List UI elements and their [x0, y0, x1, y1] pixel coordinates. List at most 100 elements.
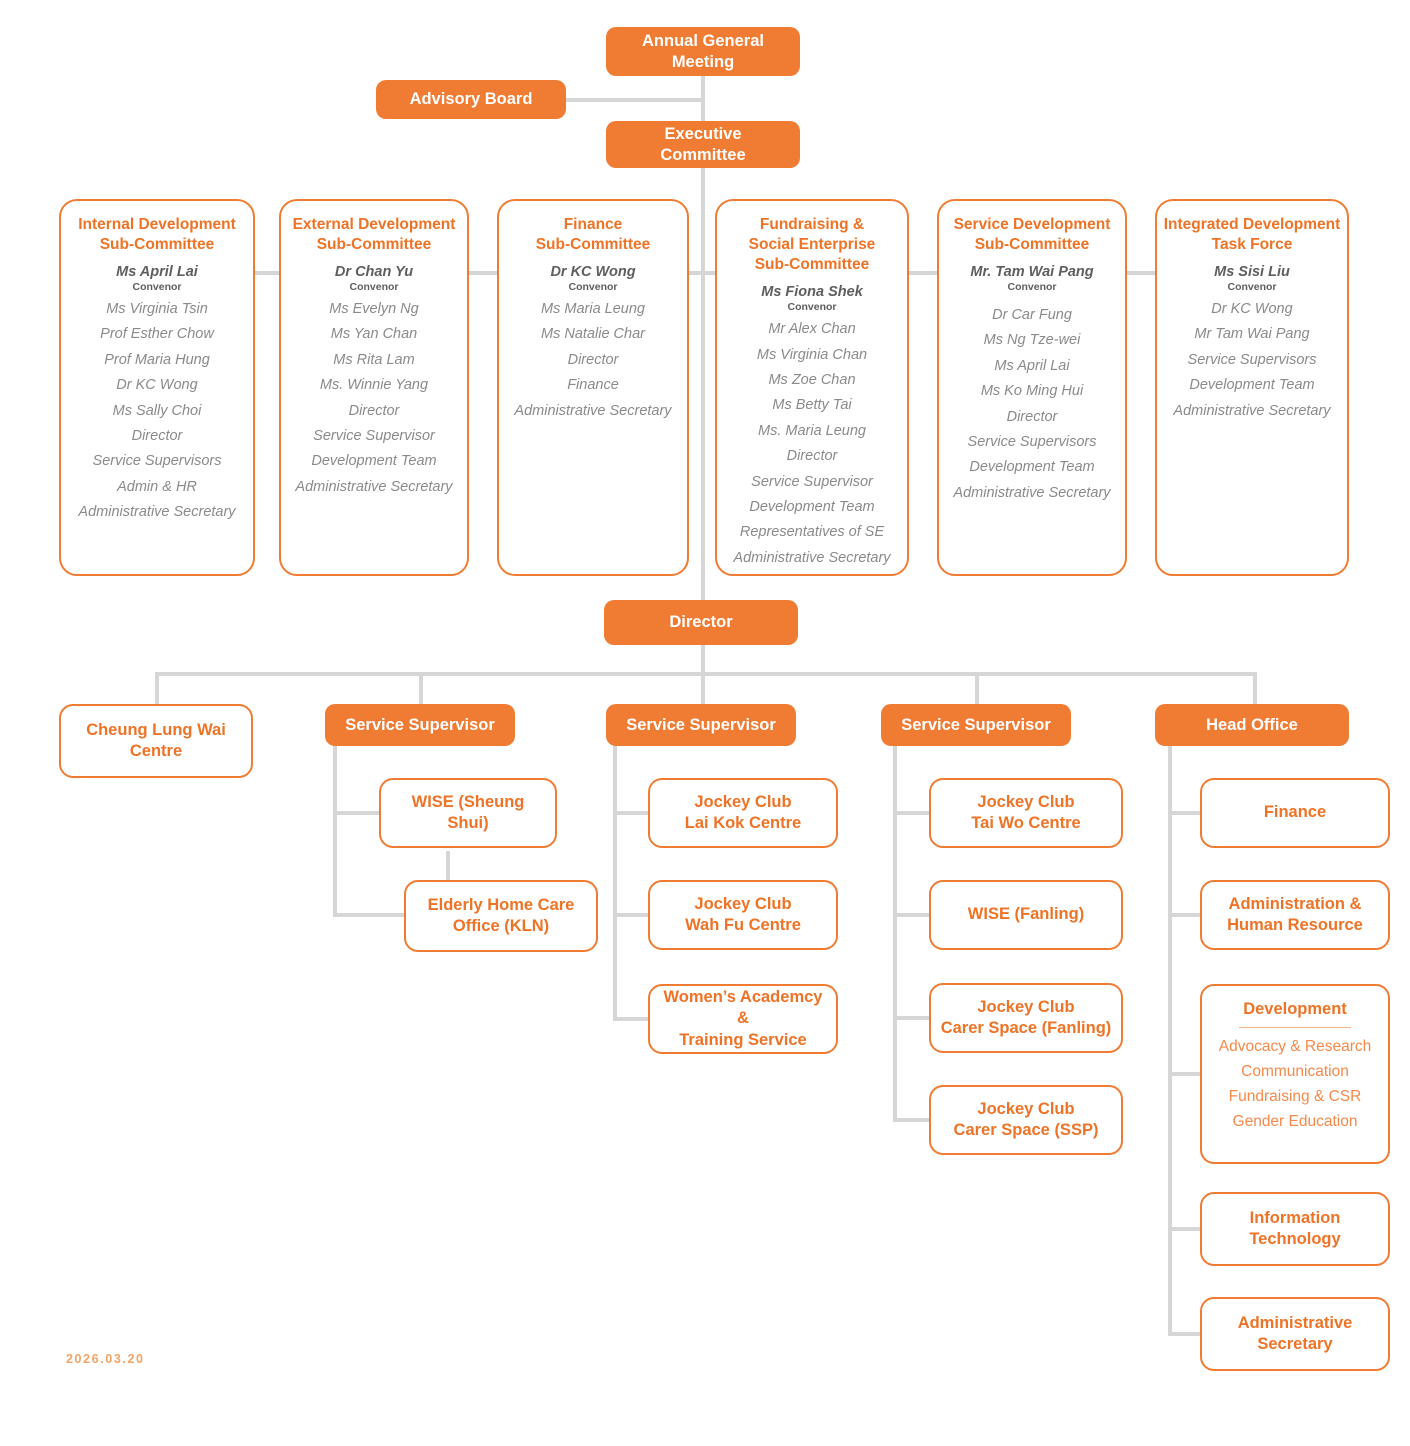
- node-service-supervisor-3[interactable]: Service Supervisor: [881, 704, 1071, 746]
- node-jockey-club-lai-kok-centre[interactable]: Jockey Club Lai Kok Centre: [648, 778, 838, 848]
- committee-member: Service Supervisors: [967, 433, 1097, 450]
- committee-member: Development Team: [749, 498, 875, 515]
- committee-convenor-name: Ms April Lai: [116, 264, 198, 281]
- connector-supervisor2-b1: [613, 811, 659, 815]
- node-service-supervisor-1[interactable]: Service Supervisor: [325, 704, 515, 746]
- committee-member: Ms Virginia Chan: [756, 346, 868, 363]
- committee-member: Service Supervisors: [1187, 351, 1317, 368]
- committee-member: Ms. Maria Leung: [758, 422, 866, 439]
- committee-card-external-development[interactable]: External Development Sub-Committee Dr Ch…: [279, 199, 469, 576]
- node-jockey-club-tai-wo-centre[interactable]: Jockey Club Tai Wo Centre: [929, 778, 1123, 848]
- node-information-technology[interactable]: Information Technology: [1200, 1192, 1390, 1266]
- committee-member: Administrative Secretary: [733, 549, 891, 566]
- committee-member: Ms Sally Choi: [112, 402, 202, 419]
- node-label: Administrative Secretary: [1237, 1313, 1353, 1353]
- committee-member: Prof Maria Hung: [104, 351, 210, 368]
- connector-advisory-spine: [566, 98, 703, 102]
- committee-member: Dr KC Wong: [116, 377, 198, 394]
- committee-member: Director: [1006, 408, 1058, 425]
- committee-member: Ms Ng Tze-wei: [983, 332, 1081, 349]
- committee-member: Ms Yan Chan: [330, 326, 418, 343]
- committee-member: Ms Ko Ming Hui: [980, 383, 1084, 400]
- node-wise-sheung-shui[interactable]: WISE (Sheung Shui): [379, 778, 557, 848]
- committee-member: Development Team: [311, 453, 437, 470]
- committee-card-finance[interactable]: Finance Sub-Committee Dr KC Wong Conveno…: [497, 199, 689, 576]
- connector-supervisor2-b2: [613, 913, 659, 917]
- development-item: Gender Education: [1232, 1113, 1358, 1131]
- node-label: Cheung Lung Wai Centre: [86, 720, 226, 760]
- committee-convenor-role: Convenor: [787, 301, 837, 314]
- connector-drop-supervisor-1: [419, 672, 423, 704]
- node-jockey-club-carer-space-fanling[interactable]: Jockey Club Carer Space (Fanling): [929, 983, 1123, 1053]
- connector-supervisor3-b3: [893, 1016, 939, 1020]
- node-finance-unit[interactable]: Finance: [1200, 778, 1390, 848]
- node-jockey-club-carer-space-ssp[interactable]: Jockey Club Carer Space (SSP): [929, 1085, 1123, 1155]
- committee-convenor-role: Convenor: [568, 280, 618, 293]
- node-service-supervisor-2[interactable]: Service Supervisor: [606, 704, 796, 746]
- node-administrative-secretary[interactable]: Administrative Secretary: [1200, 1297, 1390, 1371]
- connector-headoffice-b4: [1168, 1227, 1210, 1231]
- node-label: Finance: [1263, 803, 1327, 822]
- committee-member: Administrative Secretary: [1173, 402, 1331, 419]
- node-label: Jockey Club Carer Space (SSP): [953, 1099, 1099, 1139]
- connector-supervisor1-to-wise: [333, 811, 381, 815]
- committee-card-fundraising-social-enterprise[interactable]: Fundraising & Social Enterprise Sub-Comm…: [715, 199, 909, 576]
- connector-supervisor3-b2: [893, 913, 939, 917]
- committee-title: Finance Sub-Committee: [535, 216, 651, 254]
- node-cheung-lung-wai-centre[interactable]: Cheung Lung Wai Centre: [59, 704, 253, 778]
- committee-title: External Development Sub-Committee: [292, 216, 456, 254]
- committee-member: Admin & HR: [117, 478, 197, 495]
- connector-supervisor3-b4: [893, 1118, 939, 1122]
- committee-title: Fundraising & Social Enterprise Sub-Comm…: [748, 216, 876, 274]
- node-label: WISE (Fanling): [967, 905, 1085, 924]
- committee-member: Ms Rita Lam: [333, 351, 415, 368]
- node-label: Jockey Club Carer Space (Fanling): [940, 997, 1112, 1037]
- connector-headoffice-b3: [1168, 1072, 1210, 1076]
- connector-subcommittee-bus: [155, 271, 1255, 275]
- committee-member: Director: [786, 448, 838, 465]
- connector-headoffice-spine: [1168, 746, 1172, 1336]
- committee-member: Finance: [567, 377, 619, 394]
- committee-title: Integrated Development Task Force: [1163, 216, 1341, 254]
- connector-drop-head-office: [1253, 672, 1257, 704]
- committee-member: Ms Virginia Tsin: [106, 301, 208, 318]
- chart-date: 2026.03.20: [66, 1352, 145, 1366]
- committee-member: Mr Alex Chan: [768, 321, 856, 338]
- node-label: Women’s Academcy & Training Service: [663, 988, 823, 1049]
- node-development-unit[interactable]: Development Advocacy & Research Communic…: [1200, 984, 1390, 1164]
- committee-card-integrated-development-task-force[interactable]: Integrated Development Task Force Ms Sis…: [1155, 199, 1349, 576]
- connector-exec-director: [701, 166, 705, 600]
- connector-elderly-stub: [333, 913, 405, 917]
- node-label: Administration & Human Resource: [1227, 894, 1363, 934]
- node-advisory-board[interactable]: Advisory Board: [376, 80, 566, 119]
- node-director[interactable]: Director: [604, 600, 798, 645]
- node-wise-fanling[interactable]: WISE (Fanling): [929, 880, 1123, 950]
- committee-member: Representatives of SE: [739, 524, 885, 541]
- connector-agm-exec: [701, 74, 705, 124]
- node-womens-academcy-training-service[interactable]: Women’s Academcy & Training Service: [648, 984, 838, 1054]
- committee-member: Service Supervisor: [751, 473, 873, 490]
- committee-convenor-role: Convenor: [1227, 280, 1277, 293]
- committee-member: Ms Betty Tai: [772, 397, 852, 414]
- committee-member: Dr KC Wong: [1211, 301, 1293, 318]
- committee-member: Ms Evelyn Ng: [329, 301, 419, 318]
- node-label: Jockey Club Tai Wo Centre: [971, 792, 1081, 832]
- node-jockey-club-wah-fu-centre[interactable]: Jockey Club Wah Fu Centre: [648, 880, 838, 950]
- development-divider: [1239, 1026, 1351, 1028]
- node-executive-committee[interactable]: Executive Committee: [606, 121, 800, 168]
- committee-member: Director: [131, 427, 183, 444]
- committee-member: Dr Car Fung: [992, 307, 1072, 324]
- connector-headoffice-b1: [1168, 811, 1210, 815]
- committee-title: Internal Development Sub-Committee: [78, 216, 236, 254]
- committee-card-service-development[interactable]: Service Development Sub-Committee Mr. Ta…: [937, 199, 1127, 576]
- committee-member: Mr Tam Wai Pang: [1194, 326, 1310, 343]
- node-administration-human-resource[interactable]: Administration & Human Resource: [1200, 880, 1390, 950]
- node-annual-general-meeting[interactable]: Annual General Meeting: [606, 27, 800, 76]
- committee-member: Ms Natalie Char: [541, 326, 645, 343]
- committee-member: Administrative Secretary: [78, 504, 236, 521]
- node-elderly-home-care-office-kln[interactable]: Elderly Home Care Office (KLN): [404, 880, 598, 952]
- development-title: Development: [1243, 1000, 1347, 1018]
- node-head-office[interactable]: Head Office: [1155, 704, 1349, 746]
- committee-card-internal-development[interactable]: Internal Development Sub-Committee Ms Ap…: [59, 199, 255, 576]
- development-item: Communication: [1241, 1062, 1349, 1080]
